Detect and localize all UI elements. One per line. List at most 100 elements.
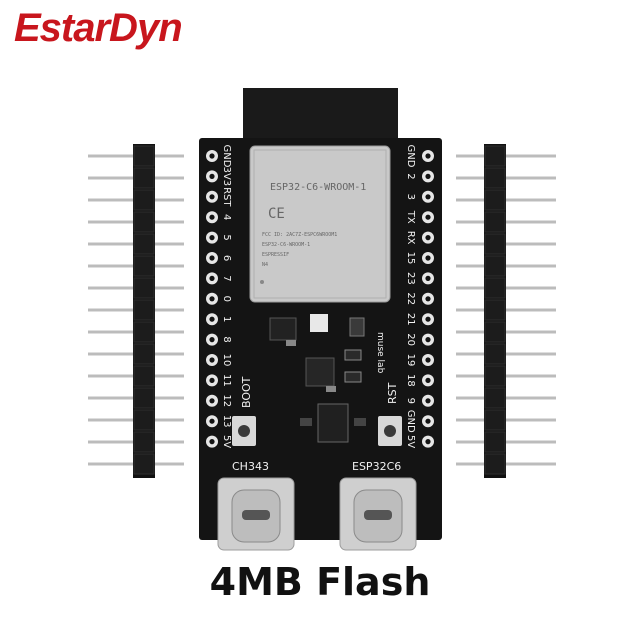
pad-hole [425,357,431,363]
header-block [133,167,155,189]
pin-label: 10 [221,354,232,367]
header-block [133,277,155,299]
pin-label: 15 [405,252,416,265]
pin-label: 0 [221,296,232,302]
header-block [133,365,155,387]
pad-hole [425,255,431,261]
pin-label: 18 [405,374,416,387]
pin-label: 5 [221,234,232,240]
pin-label: 1 [221,316,232,322]
pin-label: 13 [221,415,232,428]
pad-hole [425,235,431,241]
pad-hole [425,439,431,445]
pad-hole [209,337,215,343]
pin-label: TX [405,210,416,224]
pad-hole [209,377,215,383]
header-block [133,145,155,167]
header-block [133,321,155,343]
right-pin-header [456,144,556,478]
module-label: ESP32-C6-WROOM-1 [270,182,366,193]
pin-label: 22 [405,292,416,305]
header-block [484,343,506,365]
smd-components [269,314,366,443]
pin-label: GND [405,410,416,433]
header-block [484,233,506,255]
pad-hole [425,153,431,159]
pad-hole [425,377,431,383]
pin-label: 4 [221,214,232,220]
pad-hole [425,418,431,424]
header-block [133,409,155,431]
module-line-2: FCC ID: 2AC7Z-ESPC6WROOM1 [262,232,337,238]
pin-label: 3 [405,194,416,200]
pad-hole [425,337,431,343]
pad-hole [209,357,215,363]
pad-hole [425,398,431,404]
port-label-right: ESP32C6 [352,460,401,473]
header-block [484,299,506,321]
module-line-3: ESP32-C6-WROOM-1 [262,242,310,248]
maker-mark: muse lab [375,332,385,374]
header-block [484,387,506,409]
pin-label: 5V [221,435,232,448]
pad-hole [209,439,215,445]
pad-hole [209,418,215,424]
module-line-5: N4 [262,262,268,268]
usb-c-port-left [217,477,295,551]
pin-label: 19 [405,354,416,367]
header-block [133,189,155,211]
usb-c-port-right [339,477,417,551]
boot-button [232,416,256,446]
module-line-4: ESPRESSIF [262,252,289,258]
pin-label: 6 [221,255,232,261]
pin-label: GND [221,145,232,168]
pad-hole [209,255,215,261]
header-block [484,145,506,167]
brand-logo: EstarDyn [14,6,183,50]
wifi-module: ESP32-C6-WROOM-1 CE FCC ID: 2AC7Z-ESPC6W… [249,145,391,303]
pad-hole [425,173,431,179]
pad-hole [209,214,215,220]
pad-hole [209,316,215,322]
pad-hole [209,153,215,159]
header-block [484,365,506,387]
header-block [484,409,506,431]
pin-label: 9 [405,398,416,404]
right-pad-column [422,150,434,448]
header-block [133,211,155,233]
pin-label: 21 [405,313,416,326]
header-block [133,453,155,475]
header-block [133,343,155,365]
pad-hole [425,296,431,302]
header-block [484,431,506,453]
pad-hole [425,275,431,281]
pin-label: 7 [221,275,232,281]
pad-hole [209,275,215,281]
pin-label: 5V [405,435,416,448]
header-block [484,189,506,211]
header-block [133,255,155,277]
pad-hole [209,173,215,179]
boot-label: BOOT [240,376,253,408]
pin-label: 12 [221,394,232,407]
header-block [484,255,506,277]
header-block [133,387,155,409]
rst-label: RST [386,382,399,404]
pad-hole [425,316,431,322]
left-pad-column [206,150,218,448]
pad-hole [425,194,431,200]
header-block [484,321,506,343]
pad-hole [209,296,215,302]
port-label-left: CH343 [232,460,269,473]
module-antenna [243,88,398,140]
pad-hole [209,235,215,241]
pin-label: 20 [405,333,416,346]
caption-text: 4MB Flash [209,560,431,604]
pin-label: 2 [405,173,416,179]
pin-label: RST [221,187,232,207]
pad-hole [209,398,215,404]
pad-hole [209,194,215,200]
